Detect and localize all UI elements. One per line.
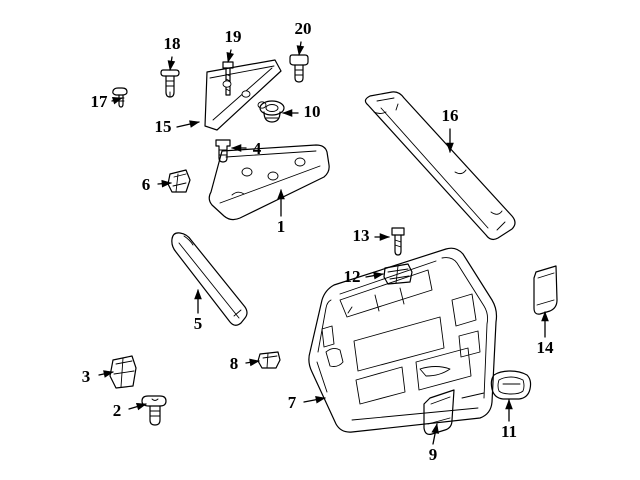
callout-18: 18 [164, 34, 181, 71]
part-bolt [289, 54, 309, 83]
leader-arrowhead-18 [167, 60, 176, 71]
leader-arrowhead-13 [379, 233, 390, 241]
callout-17: 17 [91, 92, 123, 111]
leader-arrowhead-6 [161, 179, 172, 188]
callout-label-17: 17 [91, 92, 109, 111]
callout-11: 11 [501, 399, 517, 441]
part-grommet-large [259, 100, 285, 123]
callout-16: 16 [442, 106, 459, 153]
leader-arrowhead-11 [505, 399, 513, 410]
leader-arrowhead-10 [282, 109, 293, 117]
callout-1: 1 [277, 189, 286, 236]
callout-label-18: 18 [164, 34, 181, 53]
leader-arrowhead-5 [194, 289, 202, 300]
callout-label-8: 8 [230, 354, 239, 373]
callout-label-16: 16 [442, 106, 459, 125]
callout-label-19: 19 [225, 27, 242, 46]
callout-label-1: 1 [277, 217, 286, 236]
part-side-cover [533, 265, 558, 315]
callout-3: 3 [82, 367, 114, 386]
leader-arrowhead-7 [315, 395, 326, 404]
callout-label-6: 6 [142, 175, 151, 194]
callout-2: 2 [113, 401, 147, 420]
callout-6: 6 [142, 175, 172, 194]
part-lower-cover [423, 389, 455, 435]
callout-label-5: 5 [194, 314, 203, 333]
callout-label-20: 20 [295, 19, 312, 38]
leader-arrowhead-19 [226, 52, 234, 63]
callout-8: 8 [230, 354, 260, 373]
callout-label-7: 7 [288, 393, 297, 412]
leader-arrowhead-2 [135, 402, 147, 411]
part-upper-garnish [204, 59, 282, 131]
part-handle-bezel [490, 370, 532, 400]
callout-13: 13 [353, 226, 390, 245]
callout-label-2: 2 [113, 401, 122, 420]
callout-4: 4 [231, 139, 262, 158]
part-rivet-clip [160, 69, 180, 98]
callout-label-13: 13 [353, 226, 370, 245]
callout-15: 15 [155, 117, 200, 136]
leader-arrowhead-16 [446, 142, 454, 153]
leader-arrowhead-20 [296, 45, 305, 56]
callout-10: 10 [282, 102, 321, 121]
part-upper-trim-panel [208, 144, 330, 221]
callout-label-12: 12 [344, 267, 361, 286]
part-liftgate-trim-panel [308, 247, 498, 433]
callout-label-14: 14 [537, 338, 555, 357]
leader-arrowhead-4 [231, 144, 242, 152]
leader-arrowhead-12 [373, 271, 384, 280]
part-push-pin-clip [141, 395, 167, 426]
leader-arrowhead-14 [541, 311, 549, 322]
callout-14: 14 [537, 311, 555, 357]
callout-label-4: 4 [253, 139, 262, 158]
part-clip-bracket [167, 169, 191, 193]
leader-arrowhead-8 [249, 358, 260, 367]
leader-arrowhead-15 [189, 120, 200, 128]
part-screw-long [222, 61, 234, 96]
leader-arrowhead-9 [431, 423, 439, 434]
leader-arrowhead-3 [103, 370, 114, 378]
part-roof-trim-molding [364, 91, 516, 241]
leader-arrowhead-17 [111, 96, 123, 105]
callout-label-15: 15 [155, 117, 172, 136]
part-retainer-clip [109, 355, 137, 389]
part-screw [391, 227, 405, 256]
callout-label-3: 3 [82, 367, 91, 386]
callout-label-9: 9 [429, 445, 438, 464]
callout-7: 7 [288, 393, 326, 412]
callout-9: 9 [429, 423, 439, 464]
part-small-clip [257, 351, 281, 369]
callout-label-10: 10 [304, 102, 321, 121]
callout-20: 20 [295, 19, 312, 56]
part-side-trim-molding [171, 232, 248, 326]
leader-arrowhead-1 [277, 189, 285, 200]
callout-5: 5 [194, 289, 203, 333]
callout-12: 12 [344, 267, 384, 286]
callout-label-11: 11 [501, 422, 517, 441]
callout-19: 19 [225, 27, 242, 63]
